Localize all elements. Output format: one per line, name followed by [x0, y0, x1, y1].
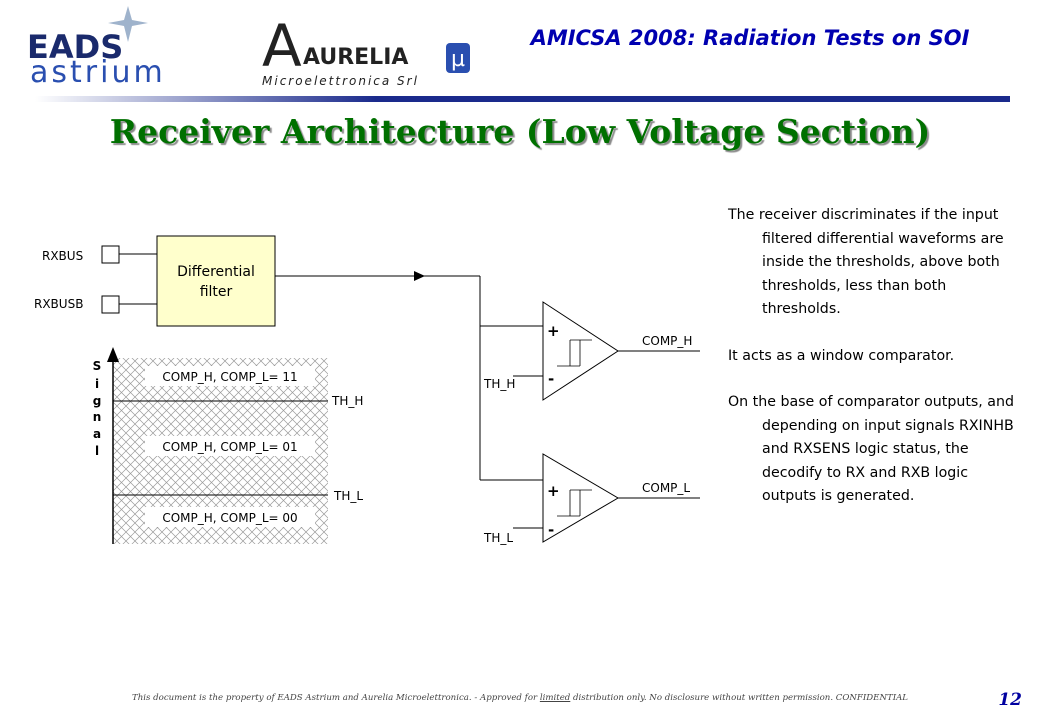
- aurelia-logo: A AURELIA Microelettronica Srl µ: [262, 12, 470, 88]
- th-l-input-label: TH_L: [483, 531, 513, 545]
- plus-sign: +: [547, 482, 560, 500]
- svg-text:l: l: [95, 444, 99, 458]
- plus-sign: +: [547, 322, 560, 340]
- header-title: AMICSA 2008: Radiation Tests on SOI: [530, 26, 970, 50]
- comparator-low: + - COMP_L TH_L: [483, 453, 700, 545]
- description-text: The receiver discriminates if the input …: [728, 204, 1018, 532]
- signal-axis-label: S i g n a l: [93, 359, 102, 458]
- header-rule: [35, 96, 1010, 102]
- hysteresis-icon: [557, 339, 592, 367]
- region-label-11: COMP_H, COMP_L= 11: [162, 370, 297, 384]
- filter-label-line1: Differential: [177, 264, 255, 280]
- svg-text:a: a: [93, 427, 101, 441]
- minus-sign: -: [548, 521, 554, 539]
- th-h-input-label: TH_H: [483, 377, 515, 391]
- slide-title: Receiver Architecture (Low Voltage Secti…: [109, 112, 931, 151]
- header-logos: EADS astrium A AURELIA Microelettronica …: [27, 6, 470, 90]
- region-label-00: COMP_H, COMP_L= 00: [162, 511, 297, 525]
- comp-h-output-label: COMP_H: [642, 334, 692, 348]
- svg-text:n: n: [93, 410, 102, 424]
- signal-window-chart: COMP_H, COMP_L= 11 COMP_H, COMP_L= 01 CO…: [93, 347, 363, 544]
- eads-wordmark: EADS: [27, 28, 123, 66]
- svg-text:g: g: [93, 394, 102, 408]
- th-l-line-label: TH_L: [333, 489, 363, 503]
- comparator-high: + - COMP_H TH_H: [483, 301, 700, 401]
- comparator-triangle: [542, 453, 619, 543]
- hysteresis-icon: [557, 489, 592, 517]
- input-rxbus: RXBUS: [42, 245, 157, 264]
- input-pin-rxbusb: [101, 295, 120, 314]
- page-number: 12: [998, 690, 1022, 710]
- arrow-up-icon: [107, 347, 119, 362]
- mu-icon: µ: [451, 47, 465, 72]
- th-h-line-label: TH_H: [331, 394, 363, 408]
- svg-text:S: S: [93, 359, 102, 373]
- input-label-rxbusb: RXBUSB: [34, 297, 83, 311]
- footer-confidentiality-note: This document is the property of EADS As…: [131, 693, 909, 703]
- aurelia-name: AURELIA: [303, 45, 408, 70]
- footer-underlined-word: limited: [539, 693, 571, 703]
- astrium-wordmark: astrium: [30, 55, 166, 90]
- description-paragraph: On the base of comparator outputs, and d…: [728, 394, 1014, 504]
- mu-badge: [446, 43, 470, 73]
- description-paragraph: It acts as a window comparator.: [728, 347, 955, 364]
- filter-label-line2: filter: [200, 284, 233, 300]
- svg-text:i: i: [95, 377, 99, 391]
- aurelia-subtitle: Microelettronica Srl: [262, 74, 419, 88]
- input-label-rxbus: RXBUS: [42, 249, 83, 263]
- star-icon: [108, 6, 148, 42]
- aurelia-big-letter: A: [262, 12, 302, 80]
- comp-l-output-label: COMP_L: [642, 481, 690, 495]
- region-label-01: COMP_H, COMP_L= 01: [162, 440, 297, 454]
- input-rxbusb: RXBUSB: [34, 295, 157, 314]
- description-paragraph: The receiver discriminates if the input …: [728, 207, 1004, 317]
- receiver-diagram: RXBUS RXBUSB Differential filter + - COM…: [34, 235, 700, 545]
- minus-sign: -: [548, 370, 554, 388]
- arrow-right-icon: [414, 271, 425, 281]
- eads-astrium-logo: EADS astrium: [27, 6, 166, 90]
- comparator-triangle: [542, 301, 619, 401]
- input-pin-rxbus: [101, 245, 120, 264]
- differential-filter-block: Differential filter: [156, 235, 276, 327]
